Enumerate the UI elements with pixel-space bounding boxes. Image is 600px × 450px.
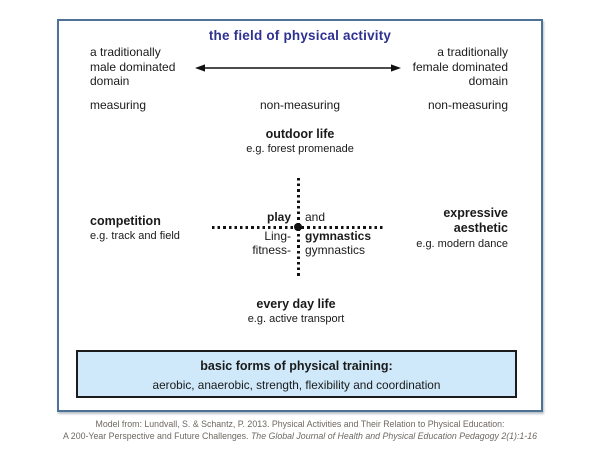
citation-line2: A 200-Year Perspective and Future Challe… (0, 431, 600, 443)
and-label: and (305, 210, 326, 224)
outdoor-life-node: outdoor life e.g. forest promenade (150, 127, 450, 155)
measuring-label-left: measuring (90, 98, 147, 112)
gymnastics-bold-label: gymnastics (305, 229, 372, 243)
non-measuring-label-right: non-measuring (427, 98, 508, 112)
expressive-aesthetic-example: e.g. modern dance (416, 238, 508, 250)
outdoor-life-label: outdoor life (265, 127, 335, 141)
expressive-aesthetic-label: expressive aesthetic (443, 206, 508, 235)
ling-label: Ling- (264, 229, 291, 243)
male-domain-label: a traditionally male dominated domain (90, 45, 176, 88)
training-box-heading: basic forms of physical training: (200, 359, 393, 373)
citation-line2-prefix: A 200-Year Perspective and Future Challe… (62, 430, 251, 441)
play-label: play (266, 210, 291, 224)
gymnastics-label: gymnastics (305, 243, 366, 257)
training-box: basic forms of physical training: aerobi… (76, 350, 517, 398)
fitness-label: fitness- (252, 243, 291, 257)
diagram-frame (57, 19, 543, 412)
everyday-life-node: every day life e.g. active transport (146, 297, 446, 325)
female-domain-label: a traditionally female dominated domain (412, 45, 508, 88)
competition-label: competition (90, 214, 161, 228)
training-box-items: aerobic, anaerobic, strength, flexibilit… (152, 378, 441, 392)
non-measuring-label-center: non-measuring (259, 98, 341, 112)
expressive-aesthetic-node: expressive aesthetic e.g. modern dance (416, 206, 508, 250)
diagram-title: the field of physical activity (208, 28, 392, 43)
competition-node: competition e.g. track and field (90, 214, 180, 242)
citation-line1: Model from: Lundvall, S. & Schantz, P. 2… (95, 419, 505, 429)
competition-example: e.g. track and field (90, 230, 180, 242)
outdoor-life-example: e.g. forest promenade (246, 143, 354, 155)
axis-center-dot (294, 223, 302, 231)
everyday-life-label: every day life (256, 297, 336, 311)
everyday-life-example: e.g. active transport (247, 313, 345, 325)
citation-line2-journal: The Global Journal of Health and Physica… (250, 430, 538, 441)
citation-caption: Model from: Lundvall, S. & Schantz, P. 2… (0, 419, 600, 442)
double-headed-arrow-icon (195, 64, 401, 72)
